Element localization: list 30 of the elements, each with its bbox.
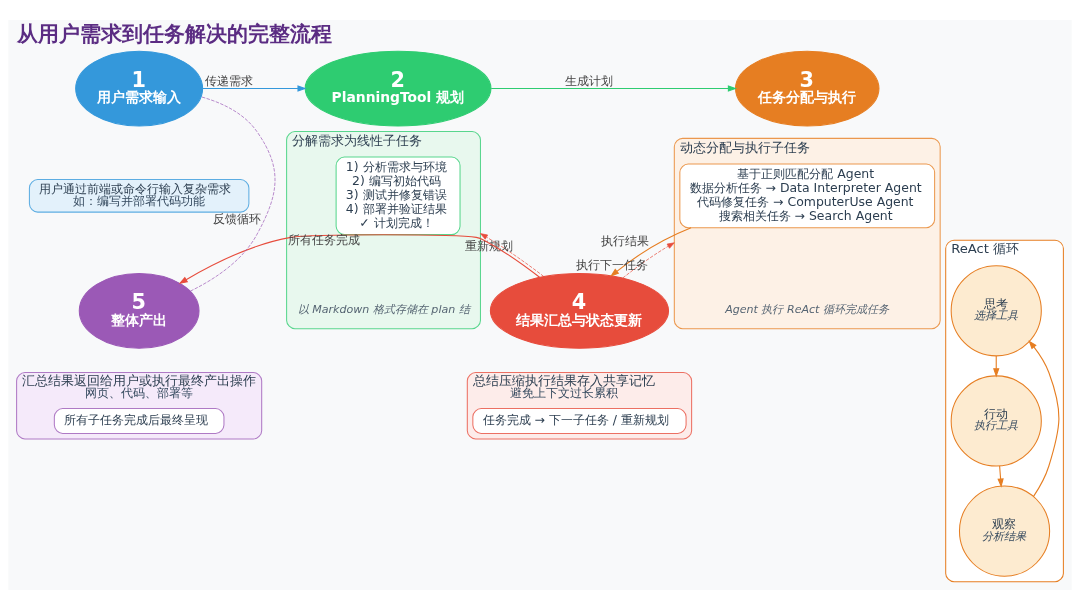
arrow	[490, 84, 737, 92]
edge-label: 反馈循环	[212, 211, 261, 226]
arrow	[178, 233, 541, 284]
node-ellipse: 3 任务分配与执行	[735, 50, 880, 126]
node-label: Agent 执行 ReAct 循环完成任务	[725, 302, 889, 316]
arrow	[202, 84, 307, 92]
arrow	[1028, 339, 1060, 497]
node-box: 任务完成 → 下一子任务 / 重新规划	[472, 407, 687, 434]
node-label: 以 Markdown 格式存储在 plan 结	[297, 302, 470, 316]
node-box: 用户通过前端或命令行输入复杂需求 如：编写并部署代码功能	[28, 178, 250, 213]
node-ellipse: 4 结果汇总与状态更新	[489, 272, 670, 349]
node-circle: 思考 选择工具	[950, 264, 1042, 356]
node-ellipse: 1 用户需求输入	[75, 50, 204, 126]
arrow	[610, 226, 692, 277]
edge-label: 传递需求	[205, 73, 254, 88]
node-box: 基于正则匹配分配 Agent 数据分析任务 → Data Interpreter Agent 代码修复任务 → ComputerUse Agent 搜索相关任务 → Search Agent	[679, 163, 936, 228]
arrow	[622, 241, 675, 278]
node-box: 所有子任务完成后最终呈现	[53, 407, 225, 434]
node-ellipse: 2 PlanningTool 规划	[304, 50, 492, 126]
arrow	[480, 232, 544, 277]
connector	[190, 96, 276, 291]
node-box: 1) 分析需求与环境 2) 编写初始代码 3) 测试并修复错误 4) 部署并验证结果 ✓ 计划完成！	[335, 156, 461, 235]
arrow	[997, 464, 1004, 488]
edge-label: 执行结果	[601, 233, 650, 248]
edge-label: 所有任务完成	[287, 232, 360, 247]
node-circle: 观察 分析结果	[958, 485, 1051, 577]
diagram-title: 从用户需求到任务解决的完整流程	[16, 21, 332, 46]
node-ellipse: 5 整体产出	[78, 272, 200, 349]
node-circle: 行动 执行工具	[950, 374, 1042, 467]
edge-label: 生成计划	[564, 73, 613, 88]
